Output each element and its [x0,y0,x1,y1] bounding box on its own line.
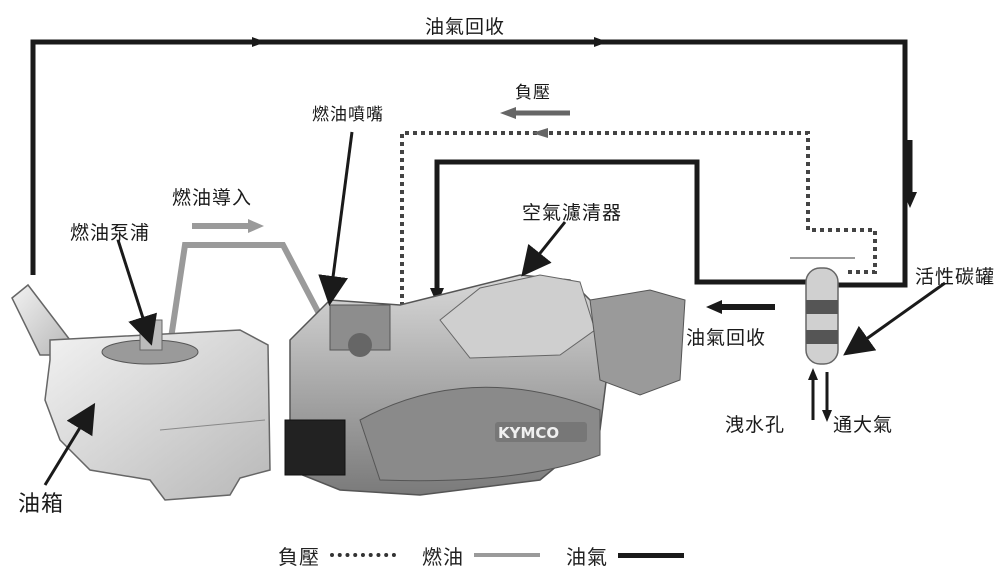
legend-fuel-label: 燃油 [422,544,464,569]
engine: KYMCO [284,274,686,496]
carbon-canister [790,257,855,422]
label-fuel-tank: 油箱 [18,492,65,517]
vapor-recovery-line [30,37,917,288]
label-vapor-recovery-side: 油氣回收 [686,327,767,349]
label-negative-pressure: 負壓 [515,83,551,103]
label-drain-hole: 洩水孔 [725,414,786,436]
fuel-line [167,219,328,346]
pointer-arrows [43,131,946,486]
label-fuel-pump: 燃油泵浦 [70,222,151,244]
legend-fuel-swatch [474,553,540,557]
brand-logo: KYMCO [498,424,559,442]
label-injector: 燃油噴嘴 [312,105,384,125]
label-air-filter: 空氣濾清器 [522,202,623,224]
label-fuel-in: 燃油導入 [172,187,253,209]
fuel-tank [11,283,271,501]
label-carbon-canister: 活性碳罐 [915,266,996,288]
label-to-atmosphere: 通大氣 [833,414,894,436]
legend-negative-label: 負壓 [278,544,320,569]
legend-negative-swatch [330,553,396,557]
legend-vapor-label: 油氣 [566,544,608,569]
label-vapor-recovery-top: 油氣回收 [425,16,506,38]
legend-vapor-swatch [618,552,684,558]
negative-pressure-line [400,107,877,330]
legend: 負壓 燃油 油氣 [278,540,700,570]
